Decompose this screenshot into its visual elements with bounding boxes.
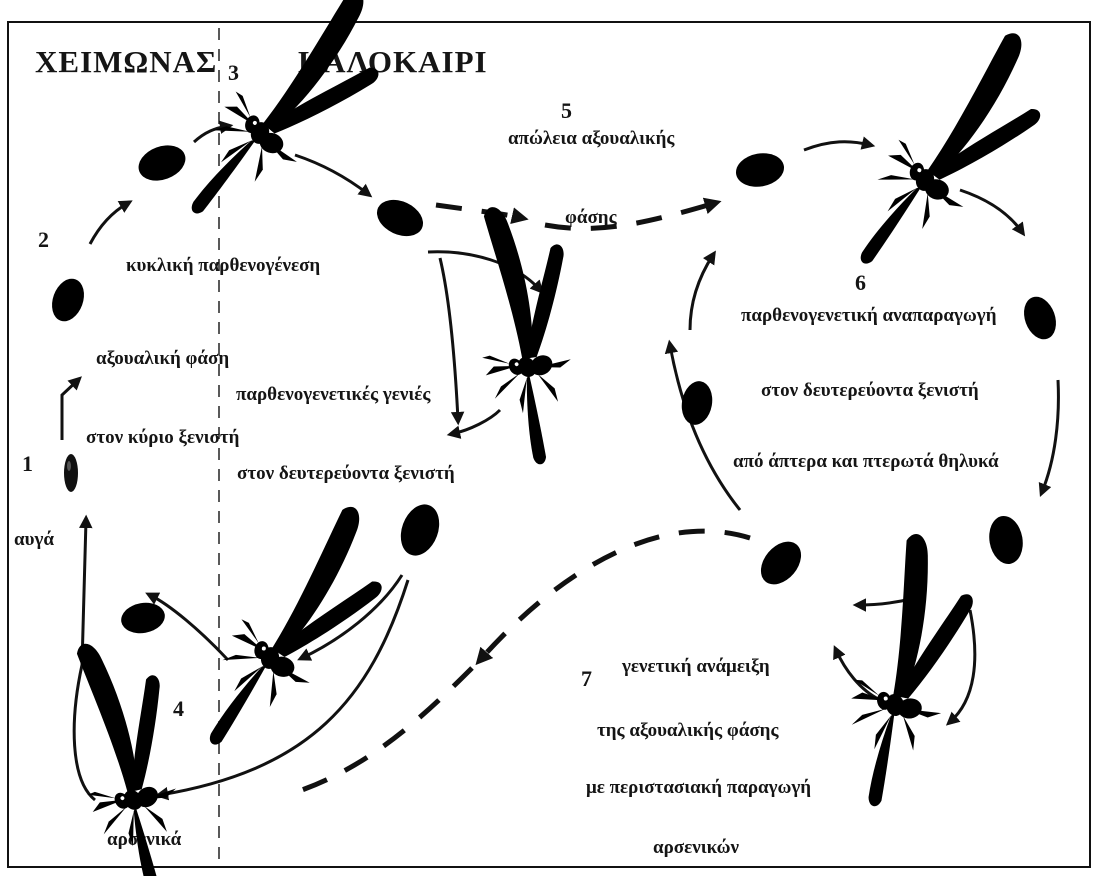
arrow-loop-top (690, 255, 713, 330)
occasional-production-label: με περιστασιακή παραγωγή (586, 777, 811, 798)
arrow-3-to-aphid (295, 155, 368, 194)
stage-number-5: 5 (561, 98, 572, 123)
arrow-winged4-to-aphid (150, 595, 228, 660)
stage-number-6: 6 (855, 270, 866, 295)
parthenogenetic-reproduction-label: παρθενογενετική αναπαραγωγή (741, 305, 997, 326)
arrow-winged-center-down (452, 410, 500, 434)
aphid-icon (646, 341, 746, 464)
of-sexual-phase-label: της αξουαλικής φάσης (597, 720, 779, 741)
stage-number-3: 3 (228, 60, 239, 85)
stage-number-1: 1 (22, 451, 33, 476)
aphid-icon (10, 233, 125, 364)
aphid-icon (90, 99, 235, 225)
stage-number-4: 4 (173, 696, 184, 721)
winter-heading: ΧΕΙΜΩΝΑΣ (35, 44, 217, 79)
arrow-loop-up (670, 345, 740, 510)
aphid-icon (952, 473, 1062, 608)
arrow-cycle-down (440, 258, 458, 420)
winged-aphid-icon (856, 9, 1060, 298)
cyclic-parthenogenesis-label: κυκλική παρθενογένεση (126, 255, 320, 276)
wingless-winged-label: από άπτερα και πτερωτά θηλυκά (733, 451, 999, 472)
arrow-winged7-up (836, 650, 880, 700)
arrow-right-down (960, 190, 1022, 232)
sexual-phase-label: αξουαλική φάση (96, 348, 229, 369)
loss-sexual-label-line1: απώλεια αξουαλικής (508, 128, 675, 149)
stage-number-2: 2 (38, 227, 49, 252)
dashed-arrow-loss-left (436, 205, 522, 218)
arrow-right-top (804, 142, 870, 150)
secondary-host-right-label: στον δευτερεύοντα ξενιστή (761, 380, 979, 401)
arrow-stage2-up (90, 203, 128, 244)
winged-aphid-icon (821, 526, 1005, 808)
aphid-icon (328, 151, 476, 284)
egg-icon (64, 454, 78, 492)
primary-host-label: στον κύριο ξενιστή (86, 427, 239, 448)
aphid-icon (707, 486, 854, 637)
parthenogenetic-generations-label: παρθενογενετικές γενιές (236, 384, 431, 405)
stage-number-7: 7 (581, 666, 592, 691)
secondary-host-left-label: στον δευτερεύοντα ξενιστή (237, 463, 455, 484)
aphid-icon (693, 114, 828, 224)
dashed-arrow-genetic-mixing (480, 531, 750, 660)
eggs-label: αυγά (14, 529, 54, 550)
of-males-label: αρσενικών (653, 837, 739, 858)
aphid-icon (984, 253, 1099, 384)
arrow-egg-to-sexual (62, 380, 78, 440)
aphid-icon (83, 567, 206, 667)
arrow-right-side (1042, 380, 1058, 492)
winged-aphid-icon (205, 487, 397, 772)
genetic-mixing-label: γενετική ανάμειξη (621, 656, 770, 677)
dashed-arrow-return (302, 668, 472, 790)
